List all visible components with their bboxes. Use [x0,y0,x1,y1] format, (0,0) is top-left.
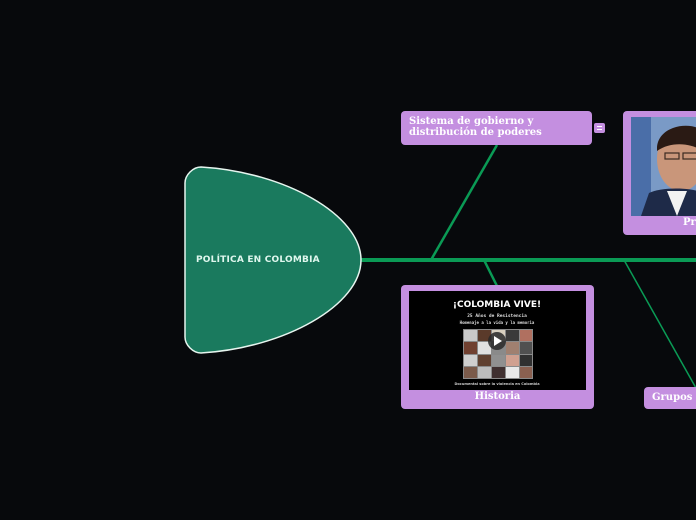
collapse-icon[interactable] [594,123,605,133]
node-pro-label: Pro [683,217,696,228]
node-historia-label: Historia [474,391,521,402]
node-sistema-gobierno[interactable]: Sistema de gobierno y distribución de po… [401,111,592,145]
video-tagline: Homenaje a la vida y la memoria [460,320,535,325]
portrait-artwork [631,117,696,216]
photo-collage [463,329,533,379]
video-title: ¡COLOMBIA VIVE! [453,300,541,310]
connector-grupos [623,259,696,389]
node-historia[interactable]: ¡COLOMBIA VIVE! 25 Años de Resistencia H… [401,285,594,409]
central-topic-shape[interactable] [184,166,362,354]
central-topic-label: POLÍTICA EN COLOMBIA [196,255,320,265]
video-subtitle: 25 Años de Resistencia [467,313,527,319]
portrait-photo [631,117,696,216]
node-grupos-label: Grupos gu [652,392,696,403]
video-artwork: ¡COLOMBIA VIVE! 25 Años de Resistencia H… [409,291,586,390]
connector-historia [482,259,499,287]
connector-sistema [429,144,499,261]
node-sistema-gobierno-label: Sistema de gobierno y distribución de po… [409,116,542,138]
video-credit: Documental sobre la violencia en Colombi… [454,382,540,386]
node-grupos[interactable]: Grupos gu [644,387,696,409]
video-thumbnail[interactable]: ¡COLOMBIA VIVE! 25 Años de Resistencia H… [409,291,586,390]
node-pro[interactable]: Pro [623,111,696,235]
play-icon[interactable] [488,332,506,350]
